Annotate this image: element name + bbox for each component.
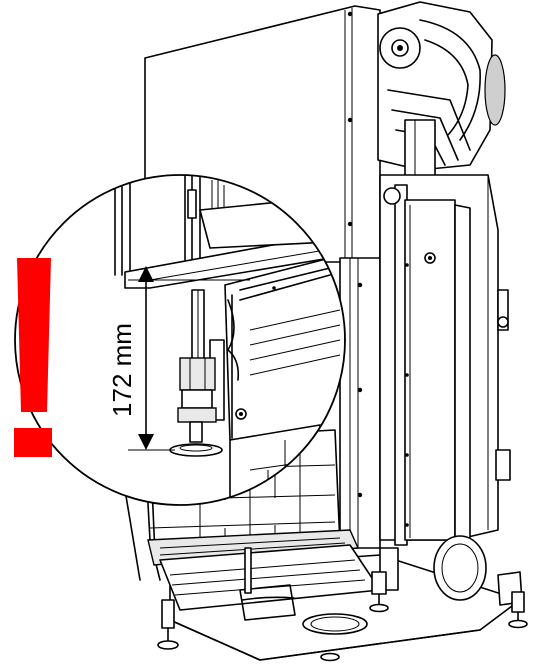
exclamation-bar [17, 258, 51, 412]
dimension-annotation: 172 mm [107, 266, 250, 451]
arrow-up-icon [138, 266, 154, 282]
blower-unit [377, 1, 506, 181]
fireplace-body [124, 1, 528, 662]
adjustable-feet [157, 547, 528, 662]
dimension-label: 172 mm [107, 323, 137, 417]
magnified-detail: 172 mm [14, 174, 346, 506]
exclamation-mark-icon [14, 258, 52, 457]
frame-right-column [339, 257, 381, 549]
exclamation-dot [14, 428, 52, 457]
arrow-down-icon [138, 434, 154, 450]
side-housing [379, 174, 511, 546]
base-plate [159, 535, 523, 661]
